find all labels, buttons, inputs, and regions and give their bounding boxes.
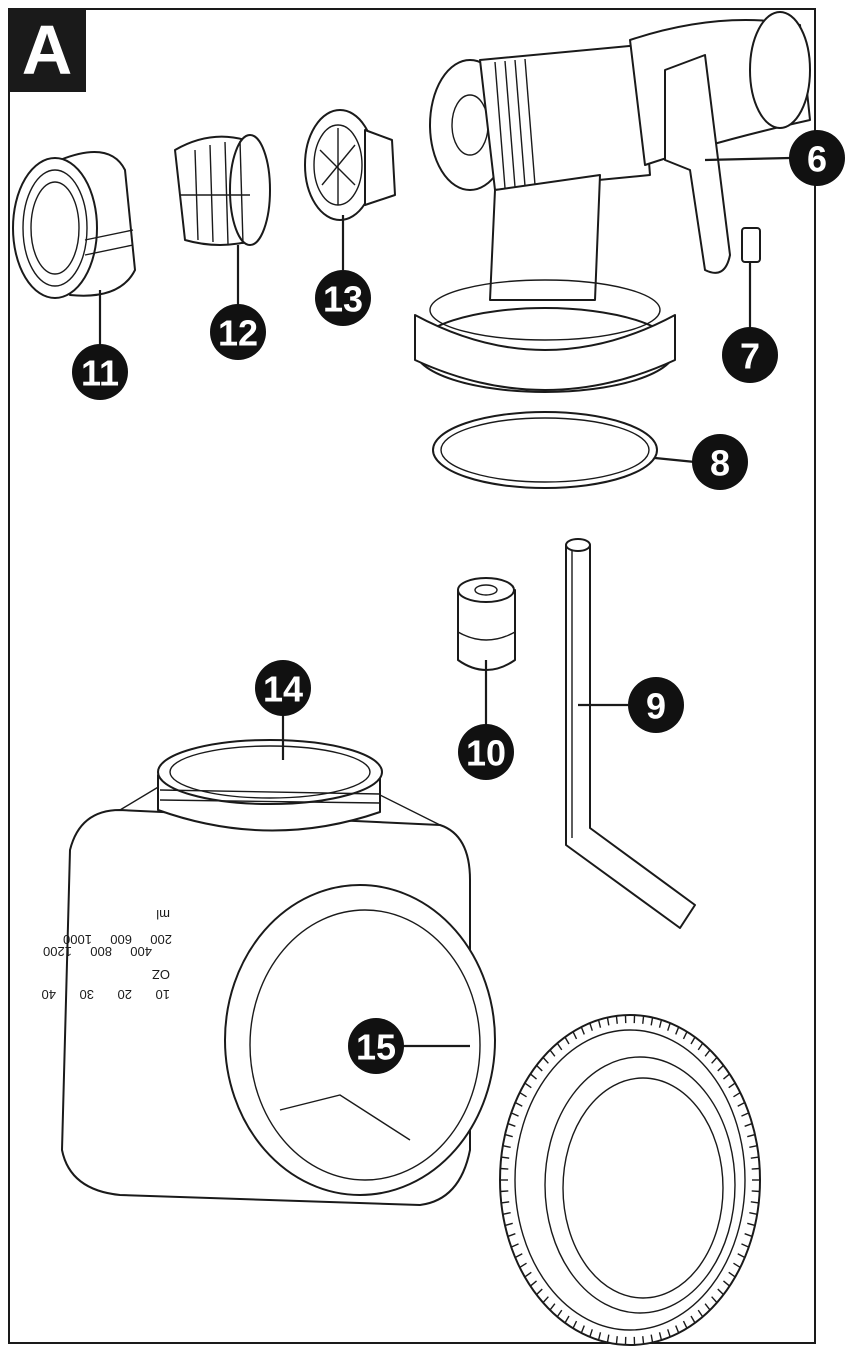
- oz-mark: 10: [156, 987, 170, 1002]
- svg-text:8: 8: [710, 443, 730, 484]
- part-11-nut: [12, 151, 136, 299]
- oz-unit: OZ: [152, 967, 170, 982]
- part-gun-collar: [414, 279, 676, 393]
- ml-unit: ml: [156, 907, 170, 922]
- svg-text:13: 13: [323, 279, 363, 320]
- callout-15: 15: [348, 1018, 404, 1074]
- part-13-valve: [304, 109, 396, 221]
- oz-mark: 40: [42, 987, 56, 1002]
- svg-text:6: 6: [807, 139, 827, 180]
- svg-text:7: 7: [740, 336, 760, 377]
- svg-text:15: 15: [356, 1027, 396, 1068]
- part-12-cage: [174, 134, 271, 246]
- oz-mark: 30: [80, 987, 94, 1002]
- leader-lines: [98, 156, 791, 1048]
- ml-mark: 1200: [43, 944, 72, 959]
- diagram-border: [8, 8, 816, 1344]
- callout-7: 7: [722, 327, 778, 383]
- callout-6: 6: [789, 130, 845, 186]
- callout-8: 8: [692, 434, 748, 490]
- callout-10: 10: [458, 724, 514, 780]
- svg-text:11: 11: [81, 353, 119, 394]
- callout-9: 9: [628, 677, 684, 733]
- ml-mark: 1000: [63, 932, 92, 947]
- ml-mark: 200: [150, 932, 172, 947]
- svg-text:14: 14: [263, 669, 303, 710]
- svg-text:10: 10: [466, 733, 506, 774]
- oz-marks: 10 20 30 40: [42, 987, 170, 1002]
- callout-11: 11: [72, 344, 128, 400]
- callout-13: 13: [315, 270, 371, 326]
- callout-12: 12: [210, 304, 266, 360]
- part-6-spray-gun: [429, 11, 811, 301]
- svg-text:9: 9: [646, 686, 666, 727]
- part-9-suction-tube: [565, 538, 696, 929]
- svg-text:12: 12: [218, 313, 258, 354]
- ml-mark: 800: [90, 944, 112, 959]
- panel-label: A: [8, 8, 86, 92]
- callout-14: 14: [255, 660, 311, 716]
- part-15-lid-ring: [499, 1014, 761, 1346]
- part-10-filter: [457, 577, 516, 671]
- part-14-container: [61, 739, 496, 1206]
- callout-group: 6 7 8 9 10 11 12 13 14 15: [72, 130, 845, 1074]
- ml-mark: 600: [110, 932, 132, 947]
- part-8-o-ring: [432, 411, 658, 489]
- oz-mark: 20: [118, 987, 132, 1002]
- ml-mark: 400: [130, 944, 152, 959]
